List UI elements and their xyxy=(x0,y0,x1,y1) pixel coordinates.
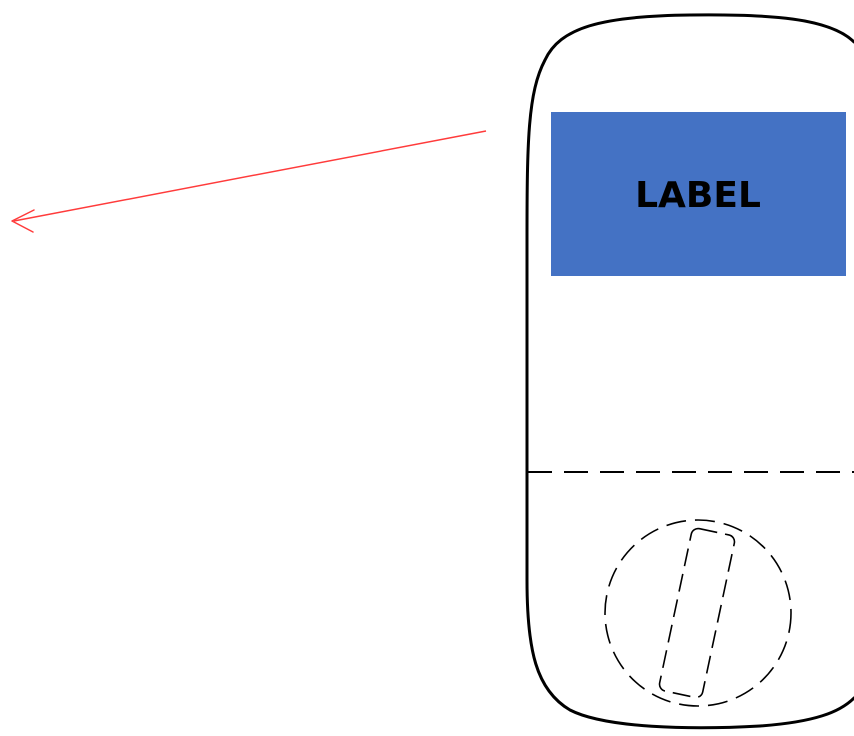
arrow-head xyxy=(11,209,35,233)
label-panel: LABEL xyxy=(551,112,846,276)
knob-slot xyxy=(658,527,736,699)
device-outline xyxy=(525,13,854,730)
pointer-arrow xyxy=(11,130,487,233)
knob-circle xyxy=(604,519,792,707)
arrow-shaft xyxy=(13,130,487,222)
label-text: LABEL xyxy=(635,175,761,216)
dashed-knob xyxy=(604,519,792,707)
label-box xyxy=(551,112,846,276)
